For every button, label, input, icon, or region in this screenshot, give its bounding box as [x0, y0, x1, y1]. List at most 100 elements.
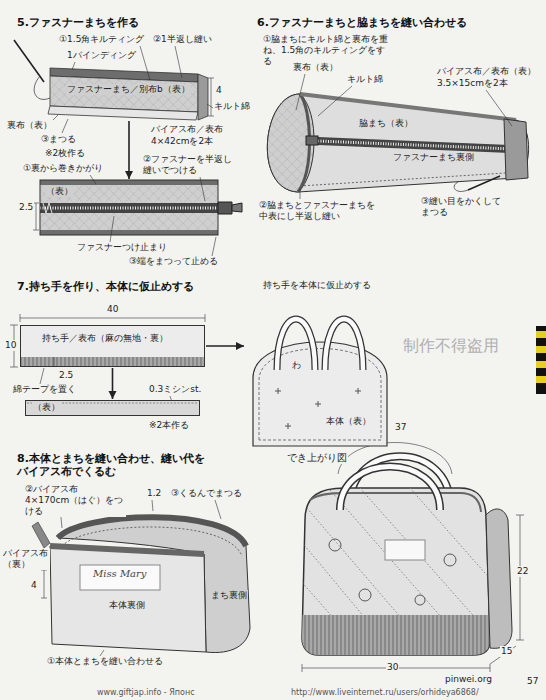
callout-label: でき上がり図	[286, 452, 348, 464]
bag-outline	[245, 296, 395, 448]
callout-label: ②ファスナーを半返し縫いでつける	[142, 154, 236, 176]
step6-side-gusset-part	[318, 141, 512, 149]
callout-label: ②脇まちとファスナーまちを中表にし半返し縫い	[258, 200, 382, 222]
step5-zipper-attach-part	[43, 203, 52, 213]
finished-bag-part-part	[300, 488, 500, 660]
step5-gusset-quilting-part	[14, 40, 44, 82]
callout-label: 0.3ミシンst.	[148, 384, 202, 395]
step5-zipper-attach-part	[40, 180, 218, 235]
step6-side-gusset-part	[318, 137, 512, 153]
callout-label: 30	[386, 662, 399, 673]
callout-label: 2.5	[18, 202, 34, 213]
step6-side-gusset	[267, 74, 528, 199]
finished-bag-part	[300, 488, 500, 660]
callout-label: 37	[394, 422, 407, 433]
step5-zipper-attach-part	[40, 180, 218, 185]
step8-sewing-body-part	[41, 570, 47, 598]
step5-gusset-quilting-part	[34, 76, 50, 99]
callout-label: まち裏側	[210, 590, 248, 601]
binder-clip-part	[536, 326, 546, 394]
callout-label: 40	[106, 304, 119, 315]
handle-sewn: （表）	[25, 400, 200, 416]
finished-bag-part	[385, 540, 425, 560]
finished-bag-part	[329, 539, 341, 551]
callout-label: ※2本作る	[148, 420, 190, 431]
finished-bag-part	[444, 554, 456, 566]
callout-label: 3.5×15cmを2本	[436, 78, 509, 89]
callout-label: 57	[526, 676, 539, 687]
bag-outline-part	[325, 319, 363, 370]
step-arrow	[206, 345, 244, 347]
callout-label: バイアス布（裏）	[2, 548, 50, 570]
step-heading: 6.ファスナーまちと脇まちを縫い合わせる	[256, 16, 468, 29]
step5-zipper-attach-part	[40, 213, 218, 230]
watermark: 制作不得盗用	[402, 336, 500, 356]
callout-label: ③まつる	[40, 134, 77, 145]
node-text: 本体（表）	[325, 416, 372, 427]
step-heading: 7.持ち手を作り、本体に仮止めする	[16, 280, 195, 293]
callout-label: ③端をまつって止める	[128, 256, 219, 267]
step7-handle-part	[20, 357, 205, 367]
binder-clip-part	[536, 346, 546, 353]
step7-handle-part	[20, 325, 205, 367]
callout-label: ②バイアス布 4×170cm（はぐ）をつける	[24, 484, 126, 517]
step-heading: 8.本体とまちを縫い合わせ、縫い代をバイアス布でくるむ	[16, 452, 214, 479]
callout-label: 10	[4, 340, 17, 351]
callout-label: 裏布（表）	[292, 62, 339, 73]
binder-clip	[536, 326, 546, 394]
finished-bag-part	[516, 515, 524, 640]
step-arrow	[112, 368, 114, 399]
finished-bag	[300, 443, 524, 673]
step5-gusset-quilting-part	[52, 46, 213, 133]
node-text: 持ち手／表布（麻の無地・裏）	[41, 333, 169, 344]
step5-zipper-attach	[33, 175, 242, 256]
step8-sewing-body-part	[50, 546, 206, 652]
finished-bag-part	[486, 509, 512, 648]
step7-handle	[10, 314, 205, 416]
callout-label: 本体裏側	[108, 600, 146, 611]
callout-label: 22	[516, 566, 529, 577]
step6-side-gusset-part	[504, 119, 528, 180]
bag-outline-part	[253, 342, 387, 446]
step-heading: 5.ファスナーまちを作る	[16, 16, 140, 29]
callout-label: ※2枚作る	[44, 148, 86, 159]
step6-side-gusset-part	[468, 176, 500, 190]
node-text: わ	[291, 360, 302, 371]
step6-side-gusset-part	[300, 94, 516, 120]
step8-sewing-body-part	[32, 522, 50, 548]
callout-label: ①裏から巻きかがり	[22, 163, 104, 174]
callout-label: 綿テープを置く	[12, 384, 77, 395]
callout-label: 脇まち（表）	[358, 118, 414, 129]
binder-clip-part	[536, 361, 546, 368]
callout-label: キルト綿	[346, 74, 384, 85]
callout-label: ③縫い目をかくしてまつる	[420, 196, 506, 218]
node-text: （表）	[45, 186, 74, 197]
handle-piece: 持ち手／表布（麻の無地・裏）	[20, 325, 205, 367]
step5-zipper-attach-part	[40, 185, 218, 203]
finished-bag-part	[415, 595, 425, 605]
finished-bag-part	[340, 467, 440, 511]
step8-sewing-body-part	[80, 565, 160, 590]
bag-body: わ本体（表）	[245, 296, 395, 448]
callout-label: ファスナーまち裏側	[392, 152, 475, 163]
finished-bag-part-part	[300, 615, 495, 660]
finished-bag-part	[310, 493, 481, 512]
step5-zipper-attach-part	[218, 202, 232, 214]
step8-sewing-body-part	[50, 546, 204, 554]
binder-clip-part	[536, 376, 546, 383]
step5-zipper-attach-part	[232, 203, 242, 212]
callout-label: バイアス布／表布	[150, 124, 224, 135]
bag-outline-part	[325, 319, 363, 370]
callout-label: ②1半返し縫い	[152, 34, 213, 45]
node-text: ファスナーまち／別布b（表）	[66, 84, 191, 95]
binder-clip-part	[536, 331, 546, 338]
fabric-tag-text: Miss Mary	[92, 568, 148, 580]
step6-side-gusset-part	[306, 136, 318, 145]
callout-label: 4	[215, 85, 223, 96]
finished-bag-part	[340, 467, 440, 511]
callout-label: 2.5	[58, 370, 74, 381]
step7-handle-part	[25, 400, 200, 416]
callout-label: 1バインディング	[66, 50, 137, 61]
